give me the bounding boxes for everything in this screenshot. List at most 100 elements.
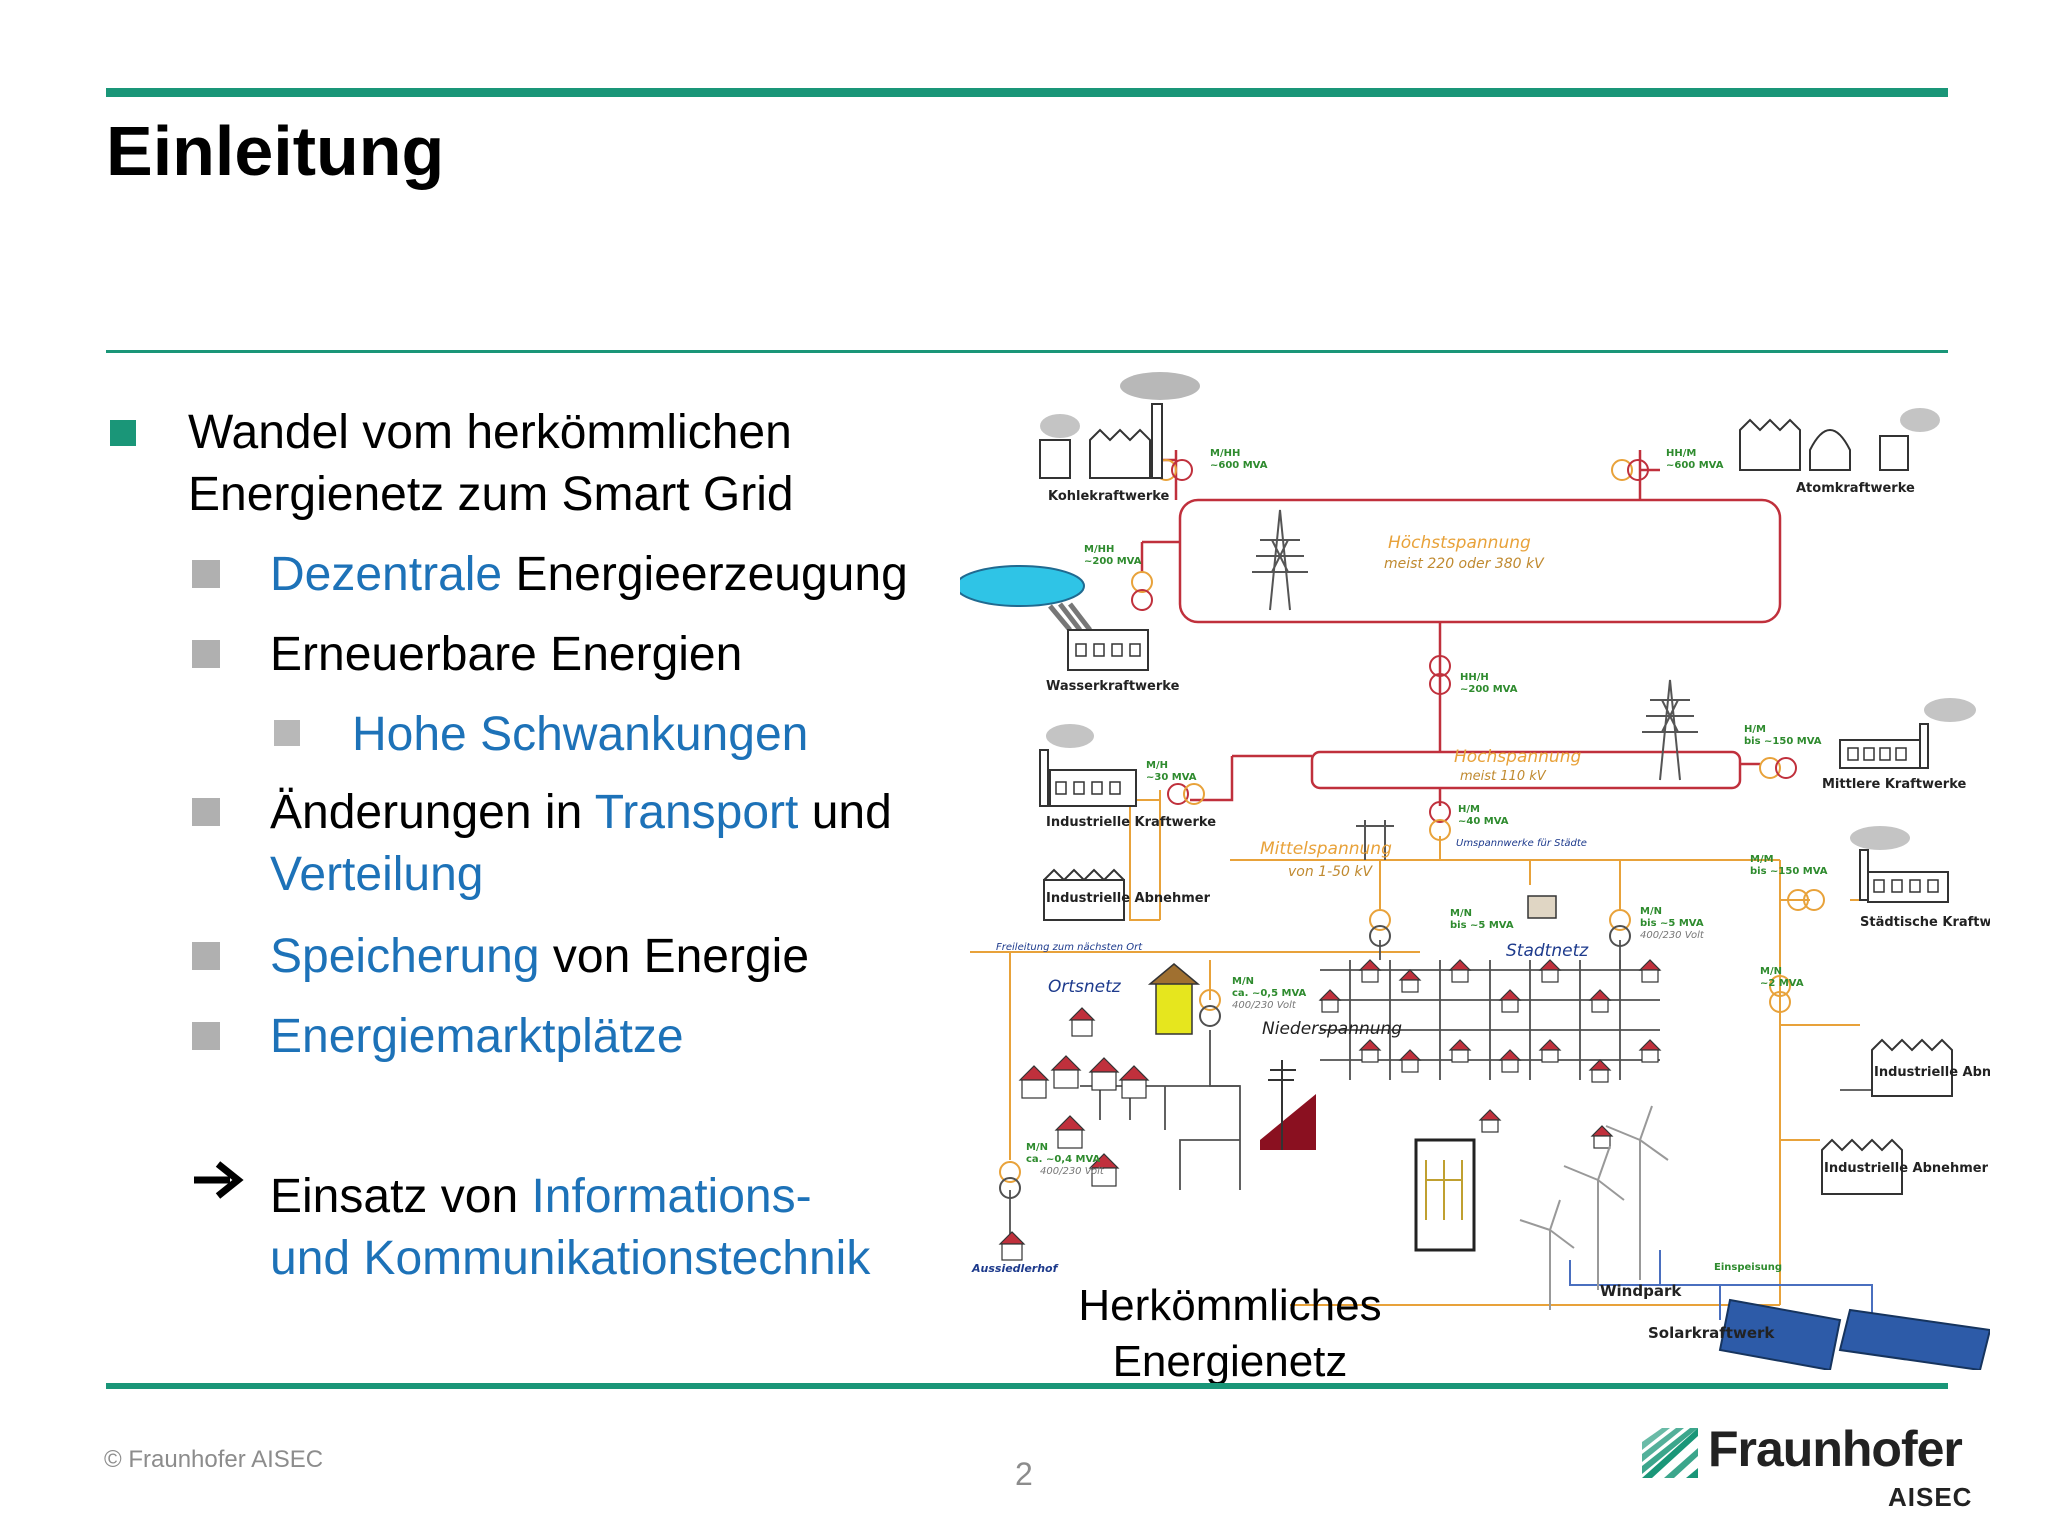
house-icon xyxy=(1398,969,1422,993)
tr-label: bis ~5 MVA xyxy=(1450,920,1514,931)
sub-bullet-aenderungen: Änderungen in Transport und Verteilung xyxy=(270,782,892,906)
house-icon xyxy=(1588,1059,1612,1083)
sub-sub-bullet-schwankungen: Hohe Schwankungen xyxy=(352,708,809,761)
sub-bullet-marktplaetze: Energiemarktplätze xyxy=(270,1010,684,1063)
sub-sub-bullet-icon xyxy=(274,720,300,746)
label-umspann: Umspannwerke für Städte xyxy=(1456,838,1587,849)
wind-turbine-icon xyxy=(1519,1105,1669,1310)
solar-panel-icon xyxy=(1718,1298,1990,1370)
caption-line2: Energienetz xyxy=(1112,1337,1348,1386)
label-einspeisung: Einspeisung xyxy=(1714,1262,1782,1273)
sub-bullet-icon xyxy=(192,798,220,826)
text-informations: Informations- xyxy=(531,1170,812,1223)
tr-label: M/N xyxy=(1760,966,1782,977)
tr-label: ~200 MVA xyxy=(1084,556,1142,567)
tr-label: M/N xyxy=(1450,908,1472,919)
roof-icon xyxy=(1147,963,1201,985)
text-aenderungen: Änderungen in xyxy=(270,786,595,839)
house-icon xyxy=(998,1231,1026,1261)
house-icon xyxy=(1050,1055,1082,1089)
tr-label: M/N xyxy=(1232,976,1254,987)
hv-lines xyxy=(1110,450,1760,806)
house-icon xyxy=(1088,1153,1120,1187)
label-hoch: Hochspannung xyxy=(1454,747,1581,767)
text-von-energie: von Energie xyxy=(539,930,810,983)
house-icon xyxy=(1638,1039,1662,1063)
house-icon xyxy=(1448,1039,1472,1063)
sub-bullet-icon xyxy=(192,640,220,668)
tr-label: bis ~150 MVA xyxy=(1744,736,1822,747)
tr-label: M/HH xyxy=(1210,448,1240,459)
house-icon xyxy=(1088,1057,1120,1091)
sub-bullet-icon xyxy=(192,1022,220,1050)
logo-name: Fraunhofer xyxy=(1708,1421,1963,1477)
house-icon xyxy=(1398,1049,1422,1073)
label-hoch-sub: meist 110 kV xyxy=(1460,769,1547,784)
logo-sub: AISEC xyxy=(1888,1482,1973,1512)
label-mittlere: Mittlere Kraftwerke xyxy=(1822,777,1967,792)
page-number: 2 xyxy=(1015,1456,1033,1492)
staedtische-kraftwerke-icon xyxy=(1850,826,1949,903)
slide-title: Einleitung xyxy=(106,112,445,190)
tr-label: ~2 MVA xyxy=(1760,978,1804,989)
top-rule xyxy=(106,88,1948,97)
conclusion: Einsatz von Informations- und Kommunikat… xyxy=(270,1166,870,1290)
mv-lines xyxy=(970,790,1868,1306)
label-stadtnetz: Stadtnetz xyxy=(1506,941,1589,961)
stadt-building-icon xyxy=(1527,895,1557,919)
text-energieerzeugung: Energieerzeugung xyxy=(502,548,908,601)
building-icon xyxy=(1155,981,1193,1035)
text-speicherung: Speicherung xyxy=(270,930,540,983)
tr-label: H/M xyxy=(1744,724,1766,735)
tr-label: 400/230 Volt xyxy=(1640,930,1705,941)
tr-label: ~600 MVA xyxy=(1666,460,1724,471)
house-icon xyxy=(1118,1065,1150,1099)
label-ind-ab1: Industrielle Abnehmer xyxy=(1046,891,1211,906)
sub-bullet-icon xyxy=(192,560,220,588)
house-icon xyxy=(1498,1049,1522,1073)
house-icon xyxy=(1588,989,1612,1013)
house-icon xyxy=(1478,1109,1502,1133)
sub-bullet-speicherung: Speicherung von Energie xyxy=(270,926,809,988)
label-ind-ab2: Industrielle Abnehmer xyxy=(1874,1065,1990,1080)
tr-label: M/N xyxy=(1640,906,1662,917)
label-hoechst-sub: meist 220 oder 380 kV xyxy=(1384,556,1545,572)
bullet-main: Wandel vom herkömmlichen Energienetz zum… xyxy=(188,402,794,526)
label-solar: Solarkraftwerk xyxy=(1648,1324,1775,1342)
mittlere-kraftwerke-icon xyxy=(1839,698,1976,769)
text-transport: Transport xyxy=(594,786,799,839)
label-wasser: Wasserkraftwerke xyxy=(1046,679,1180,694)
fraunhofer-logo-icon xyxy=(1642,1428,1698,1478)
bullet-main-line1: Wandel vom herkömmlichen xyxy=(188,406,792,459)
house-icon xyxy=(1054,1115,1086,1149)
house-icon xyxy=(1538,959,1562,983)
house-icon xyxy=(1068,1007,1096,1037)
label-nieder: Niederspannung xyxy=(1262,1019,1402,1039)
house-icon xyxy=(1590,1125,1614,1149)
label-ind-ab3: Industrielle Abnehmer xyxy=(1824,1161,1989,1176)
caption-line1: Herkömmliches xyxy=(1078,1281,1382,1330)
fuse-wiring xyxy=(1425,1160,1463,1220)
tr-label: bis ~150 MVA xyxy=(1750,866,1828,877)
hill-icon xyxy=(1260,1094,1316,1150)
title-divider xyxy=(106,350,1948,353)
diagram-labels: Kohlekraftwerke Atomkraftwerke Wasserkra… xyxy=(1046,481,1990,1342)
diagram-caption: Herkömmliches Energienetz xyxy=(1030,1278,1430,1390)
house-icon xyxy=(1358,959,1382,983)
tr-label: bis ~5 MVA xyxy=(1640,918,1704,929)
diagram-italic-labels: Aussiedlerhof Ortsnetz Stadtnetz Nieders… xyxy=(971,533,1782,1275)
house-icon xyxy=(1638,959,1662,983)
bullet-main-line2: Energienetz zum Smart Grid xyxy=(188,468,794,521)
label-mittel-sub: von 1-50 kV xyxy=(1288,864,1374,880)
tr-label: 400/230 Volt xyxy=(1040,1166,1105,1177)
house-icon xyxy=(1018,1065,1050,1099)
energy-grid-diagram: Kohlekraftwerke Atomkraftwerke Wasserkra… xyxy=(960,372,1990,1370)
text-verteilung: Verteilung xyxy=(270,848,484,901)
kohlekraftwerk-icon xyxy=(1039,372,1200,479)
label-windpark: Windpark xyxy=(1600,1282,1682,1300)
arrow-right-icon xyxy=(194,1161,244,1199)
tr-label: ~30 MVA xyxy=(1146,772,1197,783)
footer-rule xyxy=(106,1383,1948,1389)
house-icon xyxy=(1538,1039,1562,1063)
hoechstspannung-box xyxy=(1178,498,1782,624)
